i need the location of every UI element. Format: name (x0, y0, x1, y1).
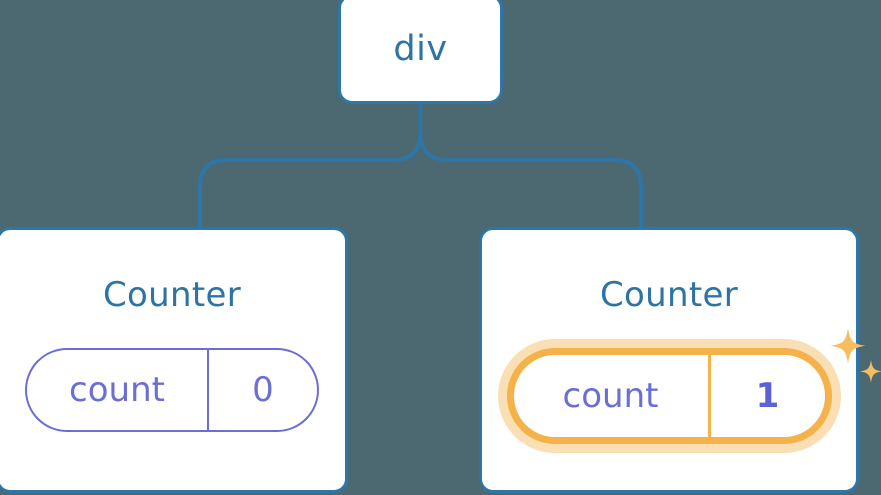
state-pill-left-value: 0 (252, 370, 274, 410)
state-pill-left-wrapper: count 0 (25, 348, 319, 432)
state-pill-right-key: count (562, 376, 659, 416)
node-counter-right[interactable]: Counter count 1 (479, 227, 881, 493)
state-pill-left[interactable]: count 0 (25, 348, 319, 432)
connector-left-branch (198, 102, 423, 230)
node-counter-left-title: Counter (103, 275, 241, 315)
node-counter-left[interactable]: Counter count 0 (0, 227, 348, 493)
state-pill-right-wrapper: count 1 (506, 328, 881, 444)
node-div[interactable]: div (338, 0, 503, 104)
node-div-label: div (393, 28, 448, 69)
state-pill-right[interactable]: count 1 (506, 348, 832, 444)
state-pill-right-value: 1 (755, 376, 780, 416)
connector-right-branch (418, 102, 643, 230)
state-pill-left-divider (207, 350, 209, 430)
state-pill-right-divider (707, 355, 711, 437)
state-pill-left-key: count (69, 370, 165, 410)
node-counter-right-title: Counter (600, 275, 738, 315)
